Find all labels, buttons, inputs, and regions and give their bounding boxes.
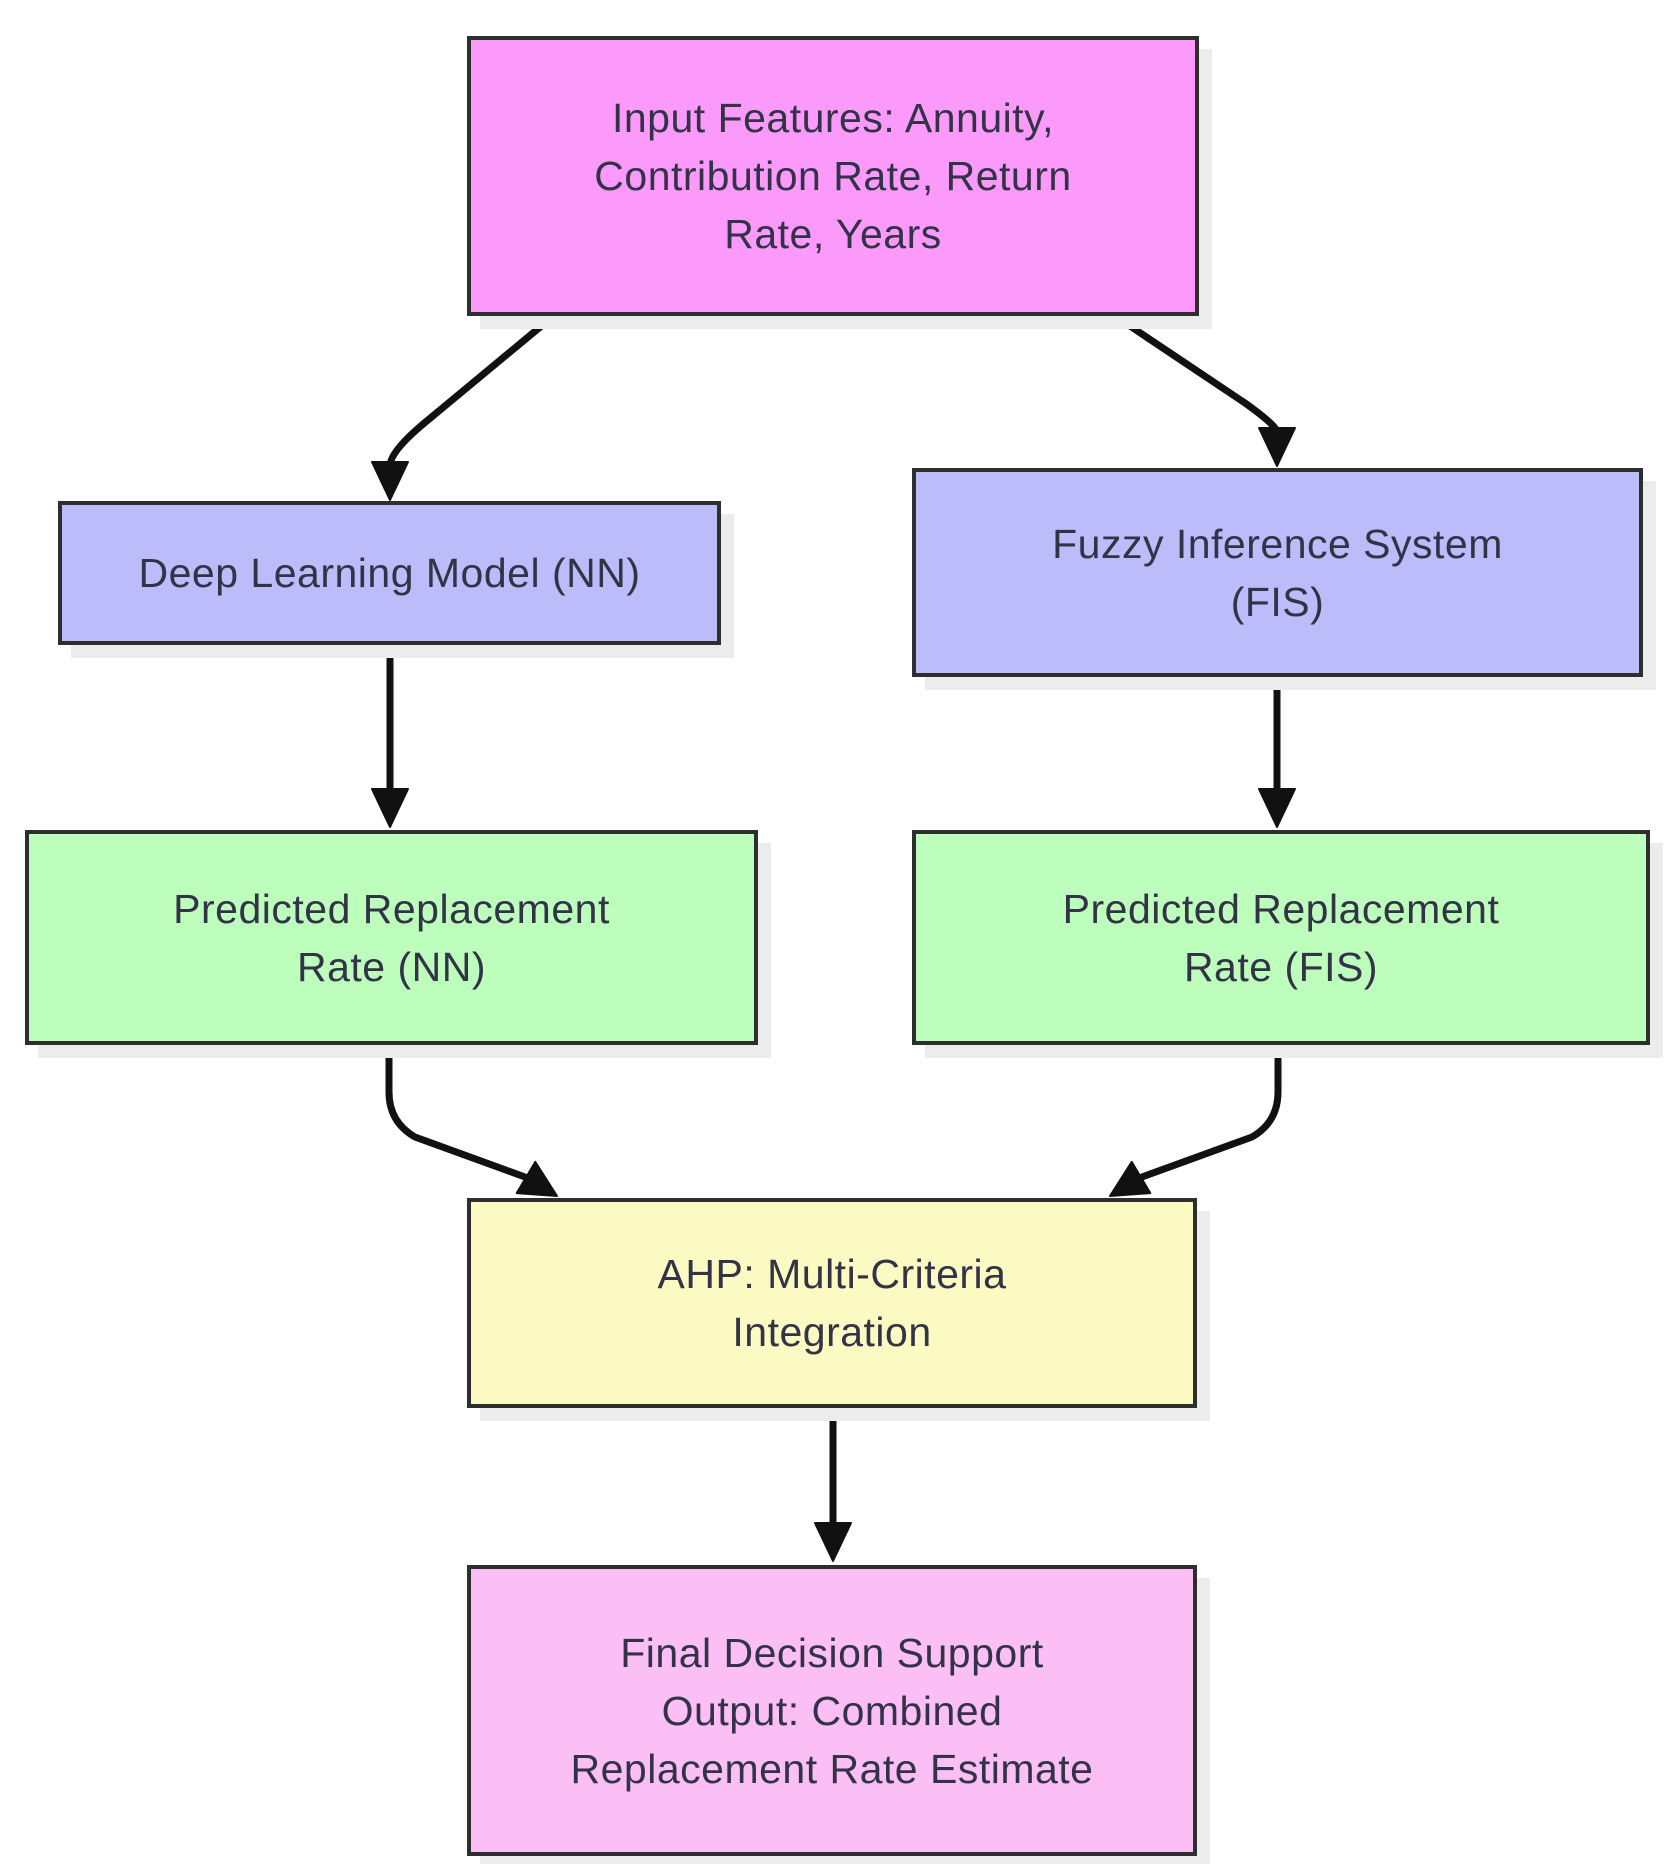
edge-nn-to-pred-nn-arrowhead	[371, 788, 409, 828]
node-input-features: Input Features: Annuity, Contribution Ra…	[467, 36, 1199, 316]
node-final-output-label: Final Decision Support Output: Combined …	[570, 1629, 1094, 1792]
edge-pred-nn-to-ahp-arrowhead	[515, 1160, 558, 1197]
edge-input-to-nn-arrowhead	[371, 461, 409, 501]
edge-input-to-fis-arrowhead	[1258, 427, 1296, 467]
node-ahp-integration: AHP: Multi-Criteria Integration	[467, 1198, 1197, 1408]
node-deep-learning-model-label: Deep Learning Model (NN)	[138, 550, 641, 596]
node-input-features-label: Input Features: Annuity, Contribution Ra…	[594, 95, 1072, 257]
node-ahp-integration-label: AHP: Multi-Criteria Integration	[657, 1251, 1007, 1355]
node-fuzzy-inference-system-label: Fuzzy Inference System (FIS)	[1052, 520, 1503, 625]
node-predicted-rate-nn-label: Predicted Replacement Rate (NN)	[173, 885, 610, 990]
edge-pred-fis-to-ahp-arrowhead	[1109, 1160, 1152, 1197]
edge-input-to-nn	[386, 314, 555, 470]
node-final-output: Final Decision Support Output: Combined …	[467, 1565, 1197, 1856]
node-predicted-rate-fis: Predicted Replacement Rate (FIS)	[912, 830, 1650, 1045]
node-fuzzy-inference-system: Fuzzy Inference System (FIS)	[912, 468, 1643, 677]
edge-pred-nn-to-ahp	[385, 1042, 529, 1181]
edge-ahp-to-output-arrowhead	[814, 1522, 852, 1562]
node-predicted-rate-nn: Predicted Replacement Rate (NN)	[25, 830, 758, 1045]
node-deep-learning-model: Deep Learning Model (NN)	[58, 501, 721, 645]
edge-input-to-fis	[1114, 314, 1281, 436]
edge-pred-fis-to-ahp	[1138, 1042, 1282, 1181]
edge-fis-to-pred-fis-arrowhead	[1258, 788, 1296, 828]
node-predicted-rate-fis-label: Predicted Replacement Rate (FIS)	[1062, 885, 1500, 990]
